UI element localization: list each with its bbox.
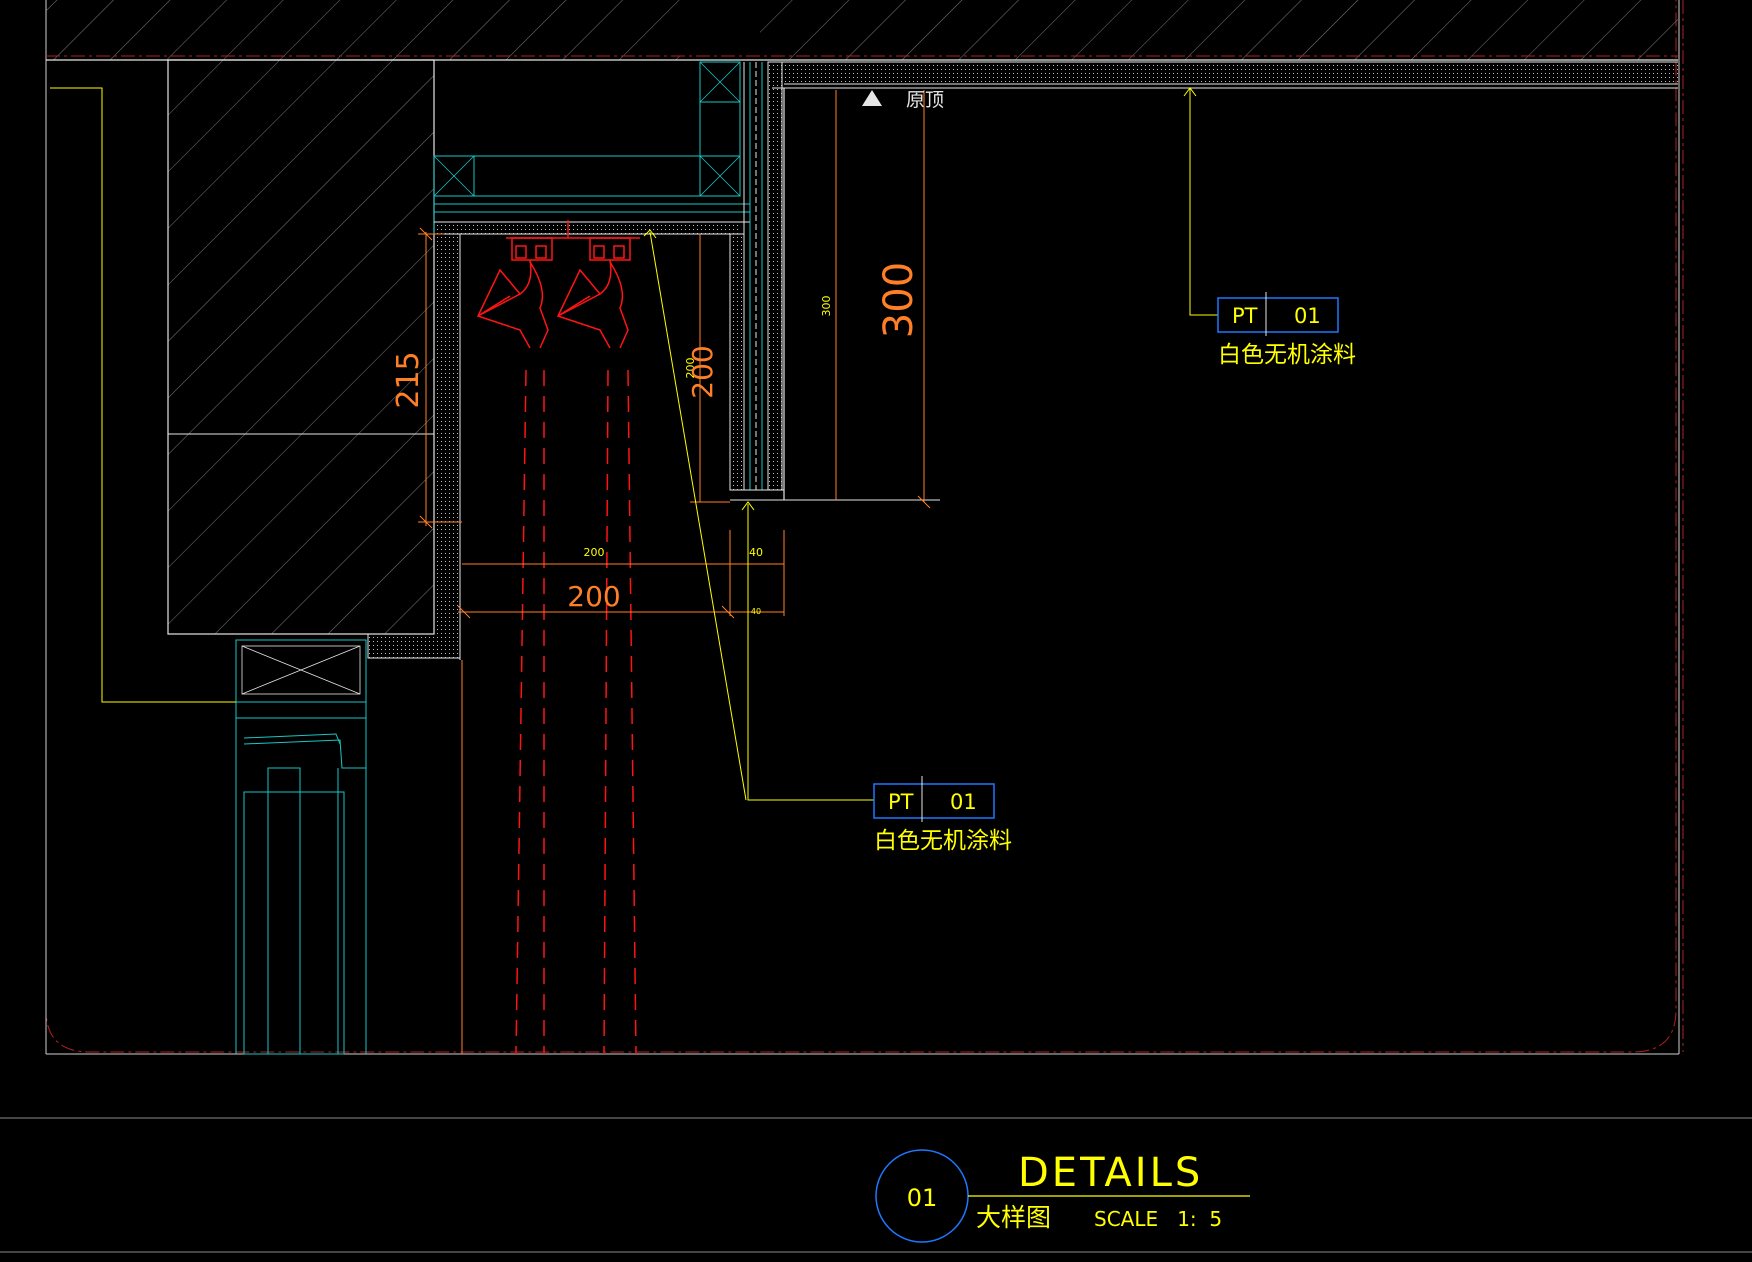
curtain-box xyxy=(433,61,750,235)
curtain-track xyxy=(476,220,640,349)
dim-300-large: 300 xyxy=(876,262,922,338)
material-tag-2: PT 01 白色无机涂料 xyxy=(873,776,1012,854)
dim-40-bottom: 40 xyxy=(751,607,761,616)
level-triangle-icon xyxy=(862,90,882,106)
tag-2-description: 白色无机涂料 xyxy=(874,828,1012,854)
tag-2-number: 01 xyxy=(950,790,977,814)
vertical-board xyxy=(729,61,784,501)
leaders xyxy=(643,87,1218,801)
detail-subtitle: 大样图 xyxy=(976,1203,1051,1232)
ceiling-board xyxy=(772,61,1678,501)
leader-line-left xyxy=(50,87,236,703)
window-frame xyxy=(235,639,367,1055)
dim-215: 215 xyxy=(391,351,426,408)
material-tag-1: PT 01 白色无机涂料 xyxy=(1217,292,1356,368)
dim-200-h-small: 200 xyxy=(584,546,605,559)
dim-200-v-small: 200 xyxy=(684,358,697,379)
detail-scale: SCALE 1: 5 xyxy=(1094,1207,1222,1231)
concrete-slab xyxy=(46,0,1678,61)
tag-1-code: PT xyxy=(1232,304,1258,328)
title-block: 01 DETAILS 大样图 SCALE 1: 5 xyxy=(0,1117,1752,1253)
tag-1-number: 01 xyxy=(1294,304,1321,328)
dim-200-v-large: 200 xyxy=(686,345,719,398)
tag-1-description: 白色无机涂料 xyxy=(1218,342,1356,368)
curtain-fabric xyxy=(515,369,637,1055)
drawing-frame xyxy=(45,0,1684,1055)
detail-number: 01 xyxy=(907,1184,938,1212)
detail-title: DETAILS xyxy=(1018,1150,1203,1196)
original-ceiling-label: 原顶 xyxy=(906,89,944,111)
masonry-wall xyxy=(167,59,461,660)
tag-2-code: PT xyxy=(888,790,914,814)
dim-200-h-large: 200 xyxy=(567,580,620,613)
dim-40-top: 40 xyxy=(749,546,763,559)
dimensions xyxy=(418,90,931,619)
dim-300-small: 300 xyxy=(820,296,833,317)
